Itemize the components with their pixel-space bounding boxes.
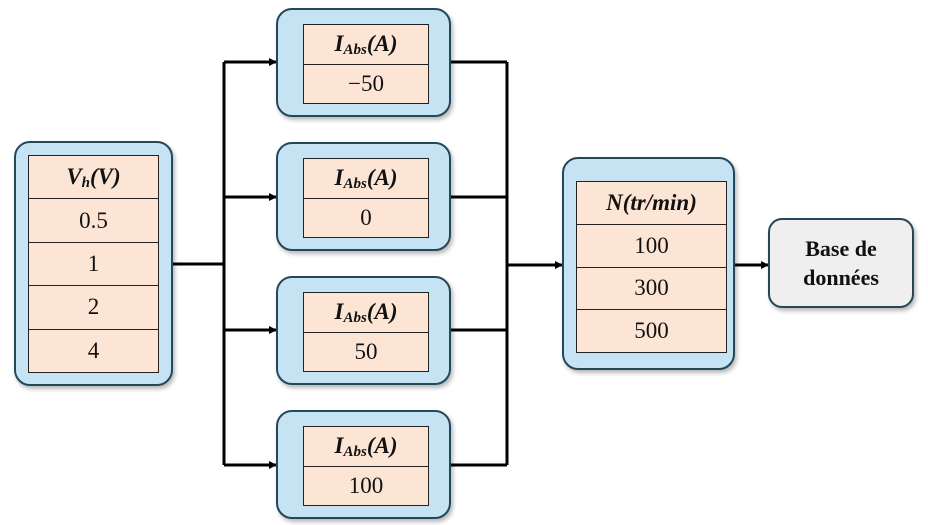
database-label-line-1: Base de (805, 236, 877, 261)
current-value: 50 (304, 332, 428, 371)
voltage-value: 2 (29, 286, 158, 330)
current-value: 100 (304, 466, 428, 505)
database-box: Base de données (768, 218, 914, 308)
speed-value: 100 (577, 224, 726, 268)
current-value: −50 (304, 64, 428, 103)
speed-header: N(tr/min) (577, 182, 726, 225)
current-value: 0 (304, 198, 428, 237)
voltage-value: 1 (29, 242, 158, 287)
speed-value: 300 (577, 267, 726, 311)
speed-value: 500 (577, 310, 726, 352)
voltage-value: 0.5 (29, 199, 158, 243)
voltage-value: 4 (29, 329, 158, 373)
database-label-line-2: données (803, 265, 879, 290)
speed-table: N(tr/min) 100 300 500 (576, 181, 727, 353)
speed-group: N(tr/min) 100 300 500 (562, 157, 735, 370)
